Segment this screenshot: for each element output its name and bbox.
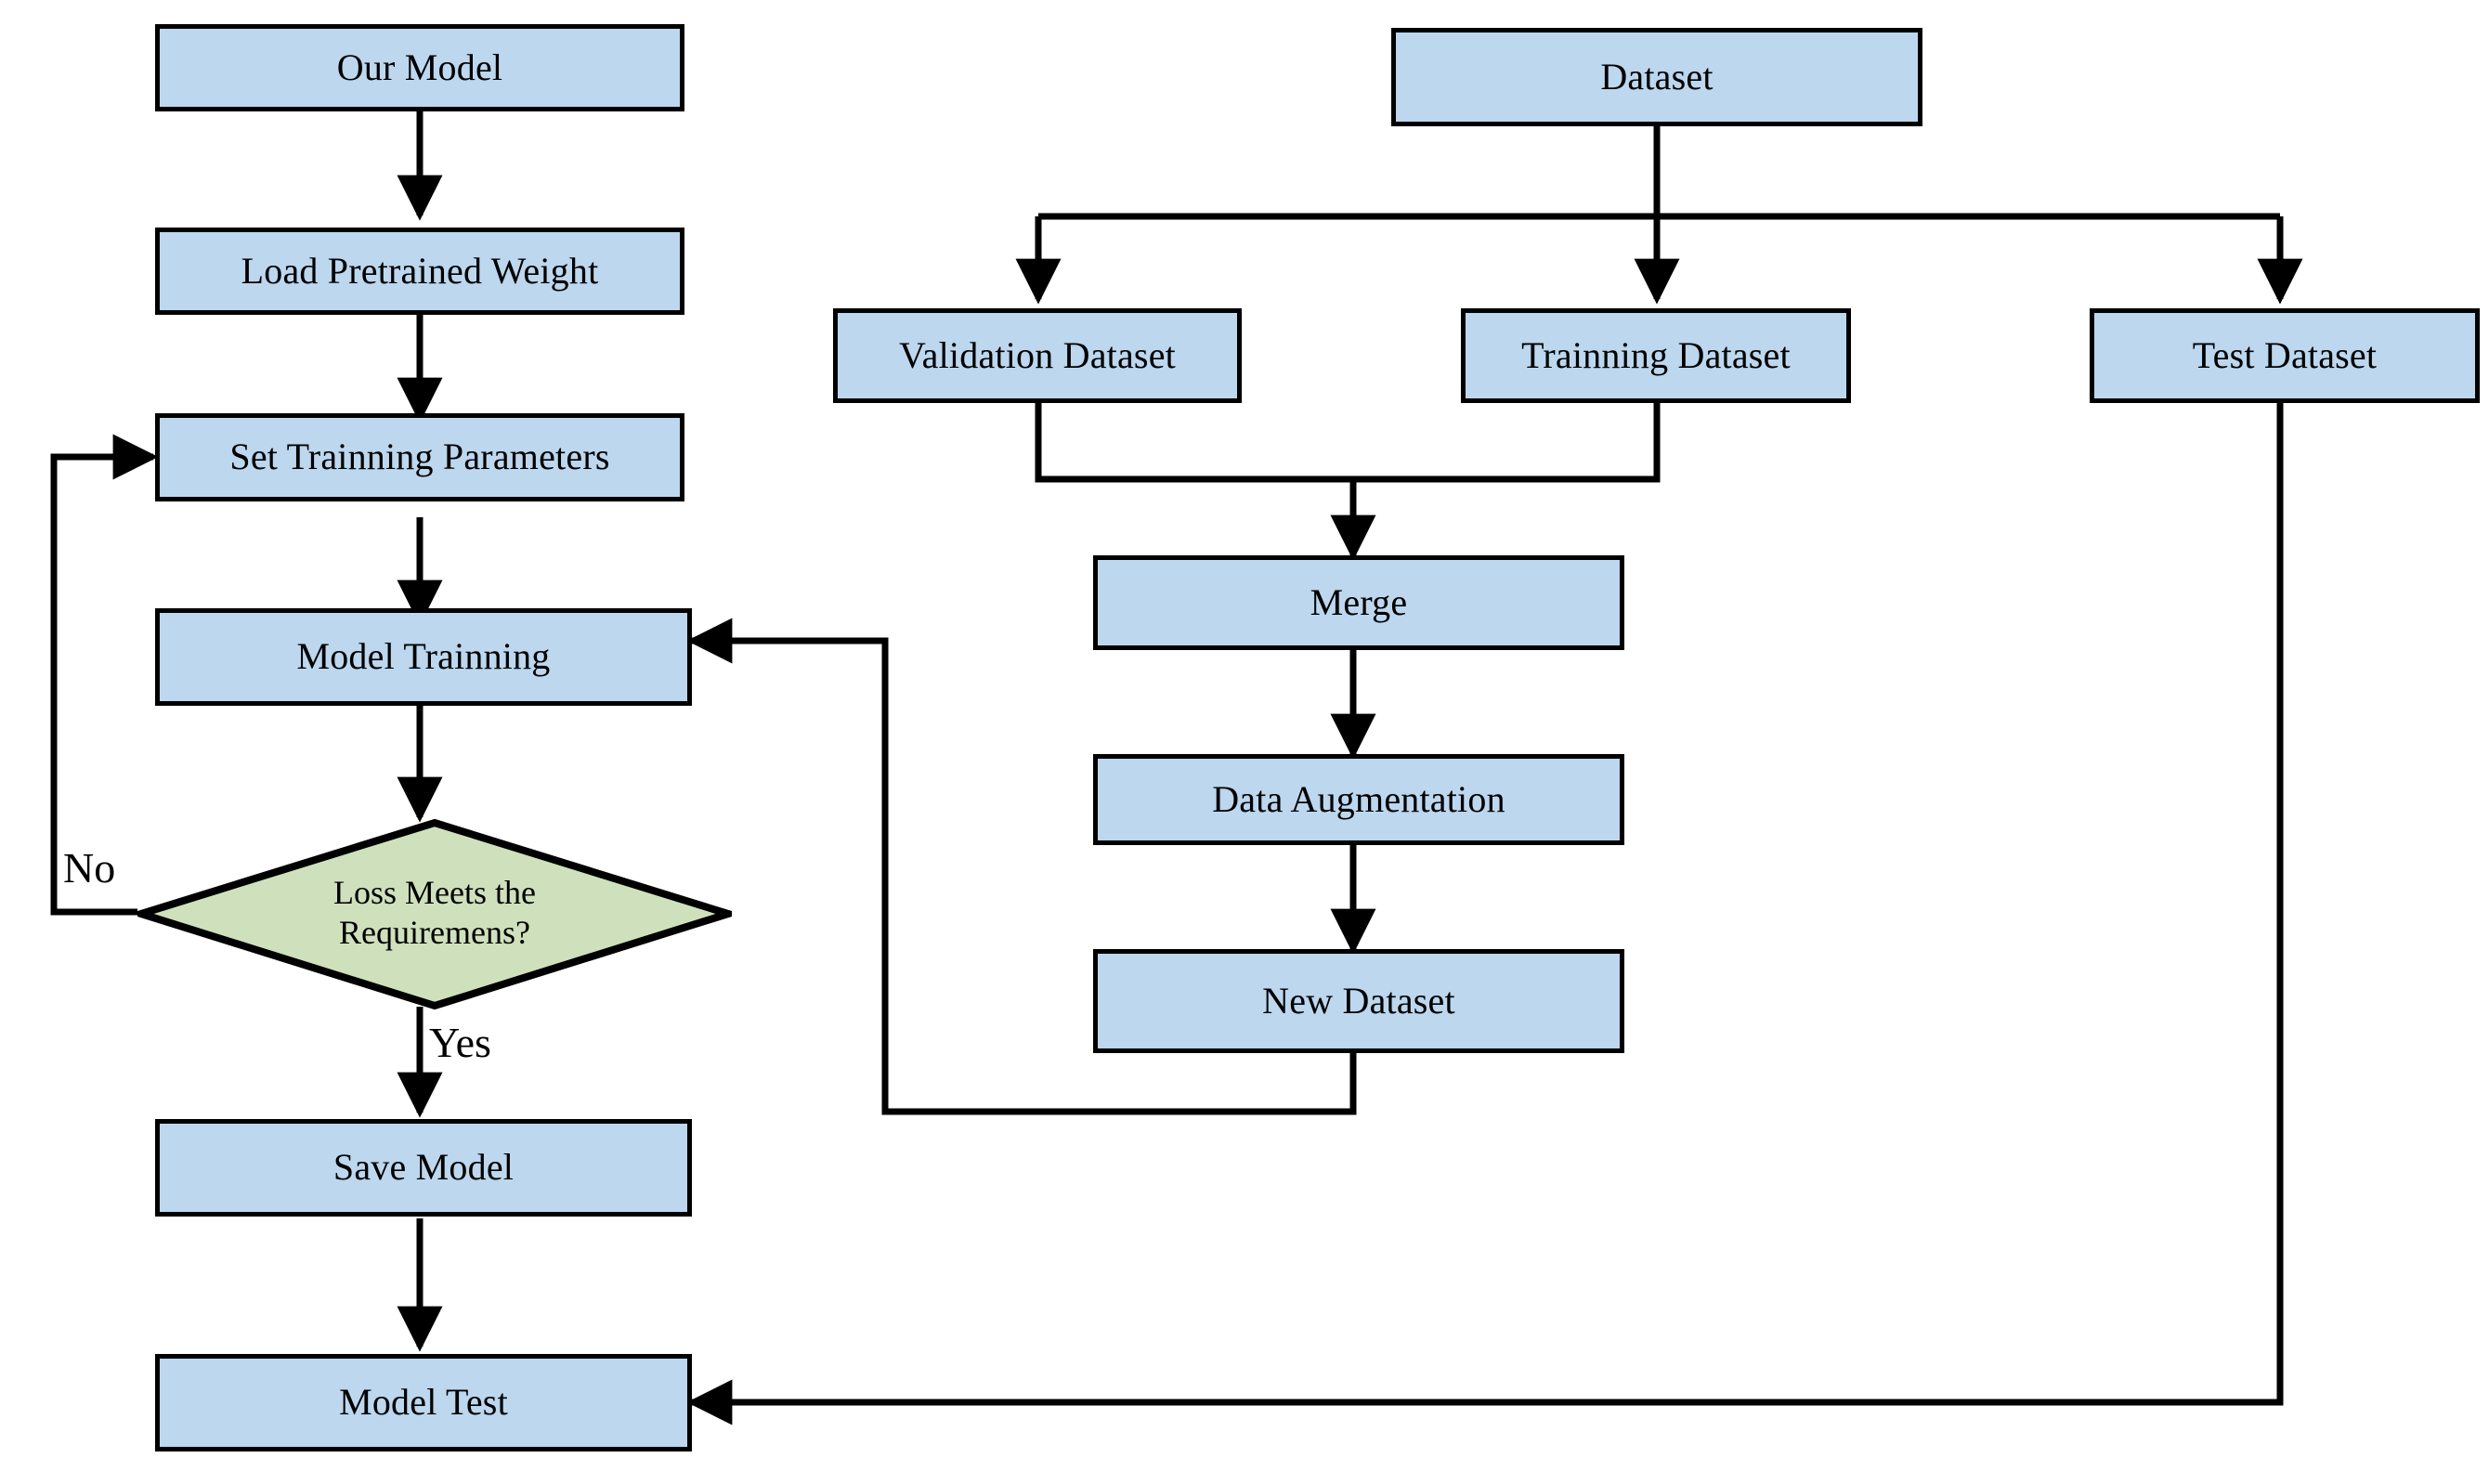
node-data-augmentation-label: Data Augmentation [1212,777,1505,820]
node-set-trainning-parameters[interactable]: Set Trainning Parameters [155,413,684,501]
node-trainning-dataset[interactable]: Trainning Dataset [1461,308,1851,403]
node-dataset[interactable]: Dataset [1391,28,1922,126]
node-merge[interactable]: Merge [1093,555,1624,650]
diamond-shape [137,819,732,1009]
node-our-model[interactable]: Our Model [155,24,684,111]
node-new-dataset[interactable]: New Dataset [1093,949,1624,1053]
node-test-dataset-label: Test Dataset [2192,333,2378,376]
node-save-model[interactable]: Save Model [155,1119,692,1217]
node-validation-dataset[interactable]: Validation Dataset [833,308,1242,403]
node-data-augmentation[interactable]: Data Augmentation [1093,754,1624,845]
edge-test-dataset-to-model-test [686,403,2284,1425]
node-merge-label: Merge [1310,580,1408,623]
node-new-dataset-label: New Dataset [1262,979,1455,1022]
node-load-pretrained-weight-label: Load Pretrained Weight [241,249,599,292]
node-trainning-dataset-label: Trainning Dataset [1521,333,1791,376]
node-validation-dataset-label: Validation Dataset [899,333,1176,376]
node-our-model-label: Our Model [336,46,503,88]
node-model-trainning[interactable]: Model Trainning [155,608,692,706]
node-model-test[interactable]: Model Test [155,1354,692,1451]
edge-training-to-merge [1353,403,1661,483]
edge-label-yes-text: Yes [429,1019,491,1066]
node-set-trainning-parameters-label: Set Trainning Parameters [229,436,610,478]
edge-label-no: No [63,847,115,890]
edge-label-yes: Yes [429,1022,491,1064]
node-loss-meets-requirements-label: Loss Meets the Requiremens? [333,874,536,951]
node-test-dataset[interactable]: Test Dataset [2090,308,2480,403]
edge-label-no-text: No [63,844,116,892]
node-model-test-label: Model Test [339,1381,508,1424]
node-dataset-label: Dataset [1600,55,1714,98]
node-save-model-label: Save Model [332,1146,515,1189]
node-load-pretrained-weight[interactable]: Load Pretrained Weight [155,228,684,315]
node-model-trainning-label: Model Trainning [296,635,551,678]
node-loss-meets-requirements[interactable]: Loss Meets the Requiremens? [137,819,732,1009]
edge-validation-to-merge [1035,403,1353,483]
